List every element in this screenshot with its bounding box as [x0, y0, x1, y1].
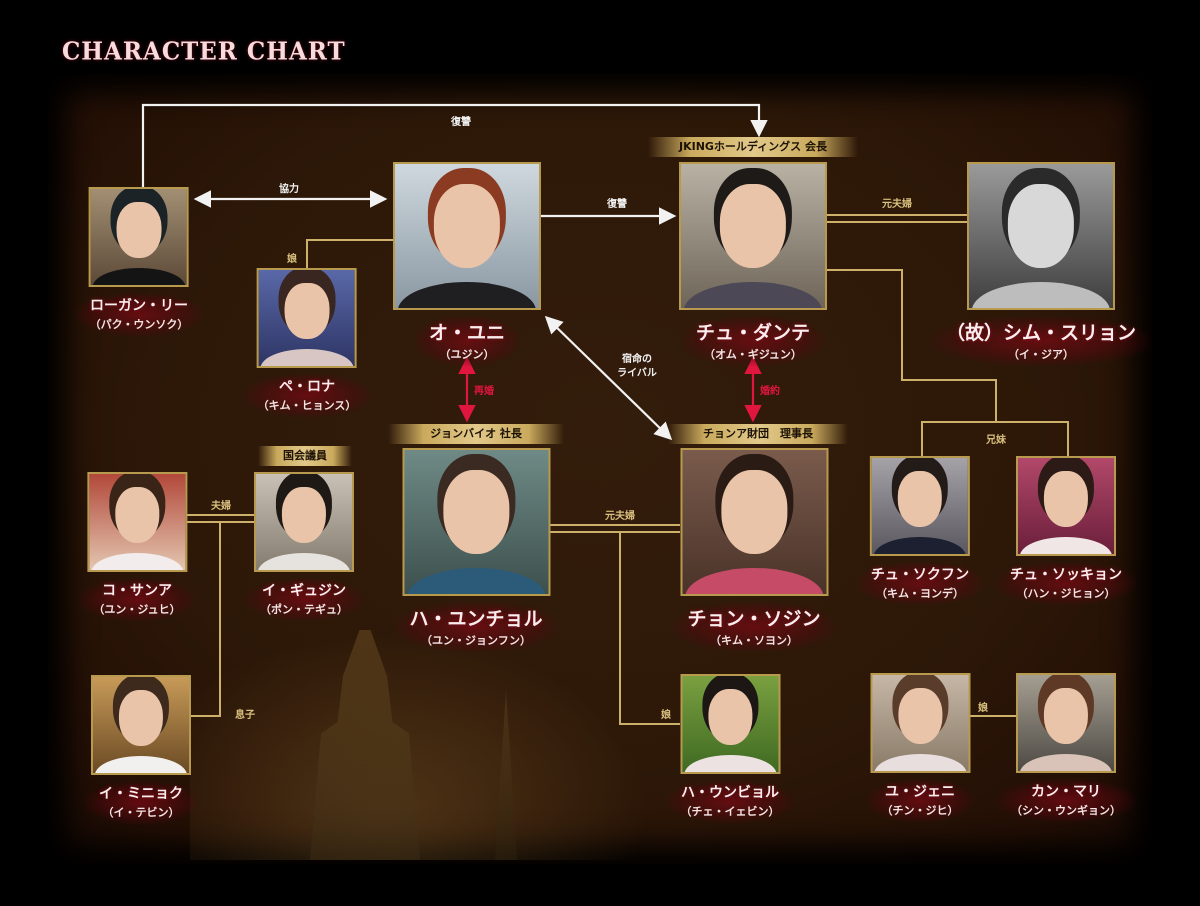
character-ko-sangah[interactable]: コ・サンア （ユン・ジュヒ） — [79, 472, 195, 621]
character-lee-minhyuk[interactable]: イ・ミニョク （イ・テビン） — [85, 675, 197, 824]
actor-name: （パク・ウンソク） — [89, 318, 189, 331]
character-name: ペ・ロナ — [279, 379, 335, 395]
label-couple: 夫婦 — [211, 501, 231, 512]
actor-name: （ユン・ジョンフン） — [421, 634, 531, 647]
character-name: （故）シム・スリョン — [945, 322, 1137, 344]
character-ju-seokkyung[interactable]: チュ・ソッキョン （ハン・ジヒョン） — [996, 456, 1136, 605]
character-name: チュ・ソクフン — [870, 567, 970, 583]
label-daughter-eunbyeol: 娘 — [661, 710, 671, 721]
character-yoo-jenny[interactable]: ユ・ジェニ （チン・ジヒ） — [867, 673, 973, 822]
character-lee-kyujin[interactable]: イ・ギュジン （ポン・テギュ） — [246, 472, 362, 621]
portrait-photo — [679, 162, 827, 310]
character-name: ハ・ユンチョル — [409, 608, 543, 630]
role-banner-seojin: チョンア財団 理事長 — [668, 424, 848, 444]
character-name: イ・ミニョク — [99, 786, 183, 802]
label-ex-couple-ha: 元夫婦 — [605, 511, 635, 522]
character-name: チュ・ダンテ — [695, 322, 810, 344]
actor-name: （チン・ジヒ） — [881, 804, 959, 817]
portrait-photo — [257, 268, 357, 368]
label-engagement: 婚約 — [760, 386, 780, 397]
actor-name: （チェ・イェビン） — [680, 805, 780, 818]
portrait-photo — [401, 448, 550, 596]
character-name: チョン・ソジン — [687, 608, 821, 630]
portrait-photo — [393, 162, 541, 310]
character-ju-seokhun[interactable]: チュ・ソクフン （キム・ヨンデ） — [856, 456, 984, 605]
line-yuni-rona — [306, 239, 393, 268]
portrait-photo — [89, 187, 189, 287]
line-dante-children — [827, 269, 997, 422]
role-banner-yuncheol: ジョンバイオ 社長 — [388, 424, 564, 444]
portrait-photo — [870, 456, 970, 556]
actor-name: （ユン・ジュヒ） — [93, 603, 181, 616]
portrait-photo — [86, 472, 187, 572]
actor-name: （キム・ソヨン） — [709, 634, 798, 647]
actor-name: （ユジン） — [439, 348, 495, 361]
portrait-photo — [966, 162, 1115, 310]
portrait-photo — [254, 472, 354, 572]
character-name: オ・ユニ — [428, 322, 505, 344]
line-logan-dante — [141, 103, 768, 188]
portrait-photo — [870, 673, 970, 773]
chart-title: CHARACTER CHART — [62, 37, 346, 66]
label-daughter-rona: 娘 — [287, 254, 297, 265]
character-kang-mari[interactable]: カン・マリ （シン・ウンギョン） — [997, 673, 1135, 822]
actor-name: （キム・ヨンデ） — [876, 587, 964, 600]
role-banner-kyujin: 国会議員 — [258, 446, 352, 466]
character-ha-eunbyeol[interactable]: ハ・ウンビョル （チェ・イェビン） — [666, 674, 794, 823]
character-name: カン・マリ — [1031, 784, 1101, 800]
character-name: ハ・ウンビョル — [681, 785, 779, 801]
character-name: ローガン・リー — [90, 298, 188, 314]
label-siblings: 兄妹 — [986, 435, 1006, 446]
actor-name: （シン・ウンギョン） — [1011, 804, 1121, 817]
label-revenge-yuni: 復讐 — [607, 199, 627, 210]
line-eunbyeol — [619, 532, 680, 725]
label-ex-couple-dante: 元夫婦 — [882, 199, 912, 210]
portrait-photo — [1016, 456, 1116, 556]
character-shim-suryeon[interactable]: （故）シム・スリョン （イ・ジア） — [931, 162, 1151, 366]
character-name: コ・サンア — [101, 583, 172, 599]
line-siblings — [921, 421, 1069, 456]
portrait-photo — [91, 675, 191, 775]
line-yuni-seojin — [544, 315, 673, 441]
actor-name: （イ・ジア） — [1007, 348, 1074, 361]
character-name: イ・ギュジン — [262, 583, 346, 599]
character-name: チュ・ソッキョン — [1010, 567, 1122, 583]
portrait-photo — [680, 674, 780, 774]
actor-name: （ハン・ジヒョン） — [1016, 587, 1116, 600]
actor-name: （ポン・テギュ） — [260, 603, 348, 616]
actor-name: （オム・ギジュン） — [704, 348, 802, 361]
character-ha-yuncheol[interactable]: ハ・ユンチョル （ユン・ジョンフン） — [395, 448, 557, 652]
city-backdrop — [190, 620, 670, 860]
label-son: 息子 — [235, 710, 255, 721]
portrait-photo — [679, 448, 828, 596]
character-oh-yuni[interactable]: オ・ユニ （ユジン） — [393, 162, 541, 366]
character-logan-lee[interactable]: ローガン・リー （パク・ウンソク） — [75, 187, 203, 336]
portrait-photo — [1016, 673, 1116, 773]
label-cooperation: 協力 — [279, 184, 299, 195]
character-pe-rona[interactable]: ペ・ロナ （キム・ヒョンス） — [243, 268, 371, 417]
label-remarriage: 再婚 — [474, 386, 494, 397]
label-rival-2: ライバル — [617, 368, 657, 379]
label-daughter-jenny: 娘 — [978, 703, 988, 714]
character-cheon-seojin[interactable]: チョン・ソジン （キム・ソヨン） — [673, 448, 835, 652]
label-revenge-logan: 復讐 — [451, 117, 471, 128]
role-banner-dante: JKINGホールディングス 会長 — [648, 137, 858, 157]
character-ju-dante[interactable]: チュ・ダンテ （オム・ギジュン） — [679, 162, 827, 366]
line-minhyuk — [190, 522, 221, 717]
actor-name: （イ・テビン） — [102, 806, 180, 819]
actor-name: （キム・ヒョンス） — [257, 399, 357, 412]
label-rival-1: 宿命の — [622, 354, 652, 365]
character-name: ユ・ジェニ — [885, 784, 955, 800]
